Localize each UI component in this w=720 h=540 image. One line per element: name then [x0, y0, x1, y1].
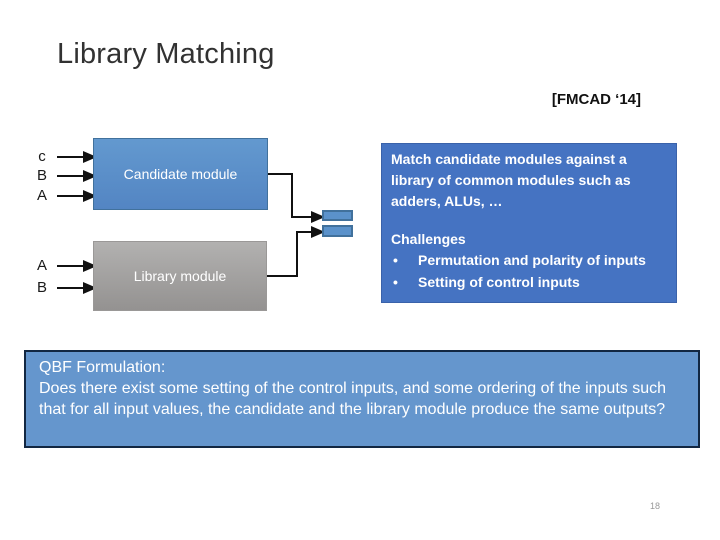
- input-label-c: c: [38, 148, 46, 165]
- comparator-rect-top: [322, 210, 353, 221]
- challenge-bullet-2-text: Setting of control inputs: [418, 273, 580, 290]
- page-title: Library Matching: [57, 38, 275, 70]
- candidate-output-wire: [268, 173, 325, 223]
- input-label-b2: B: [36, 279, 47, 296]
- challenge-bullet-1-text: Permutation and polarity of inputs: [418, 252, 646, 268]
- info-panel: Match candidate modules against a librar…: [381, 143, 677, 303]
- challenge-bullet-2: • Setting of control inputs: [391, 272, 668, 294]
- challenges-title: Challenges: [391, 231, 466, 247]
- comparator-rect-bottom: [322, 225, 353, 237]
- candidate-module-label: Candidate module: [123, 166, 238, 182]
- input-label-b: B: [36, 167, 47, 184]
- match-description: Match candidate modules against a librar…: [391, 151, 631, 209]
- library-output-wire: [267, 226, 325, 277]
- library-module-label: Library module: [133, 268, 227, 284]
- input-label-a2: A: [36, 257, 47, 274]
- input-label-a: A: [36, 187, 47, 204]
- challenge-bullet-1: • Permutation and polarity of inputs: [391, 250, 668, 272]
- bullet-icon: •: [393, 252, 398, 268]
- bullet-icon: •: [393, 273, 398, 290]
- page-number: 18: [649, 501, 660, 511]
- library-module-box: Library module: [93, 241, 267, 311]
- candidate-module-box: Candidate module: [93, 138, 268, 210]
- qbf-body-text: Does there exist some setting of the con…: [39, 380, 667, 418]
- qbf-title: QBF Formulation:: [39, 359, 166, 376]
- qbf-panel: QBF Formulation: Does there exist some s…: [24, 350, 700, 448]
- citation-label: [FMCAD ‘14]: [551, 91, 641, 108]
